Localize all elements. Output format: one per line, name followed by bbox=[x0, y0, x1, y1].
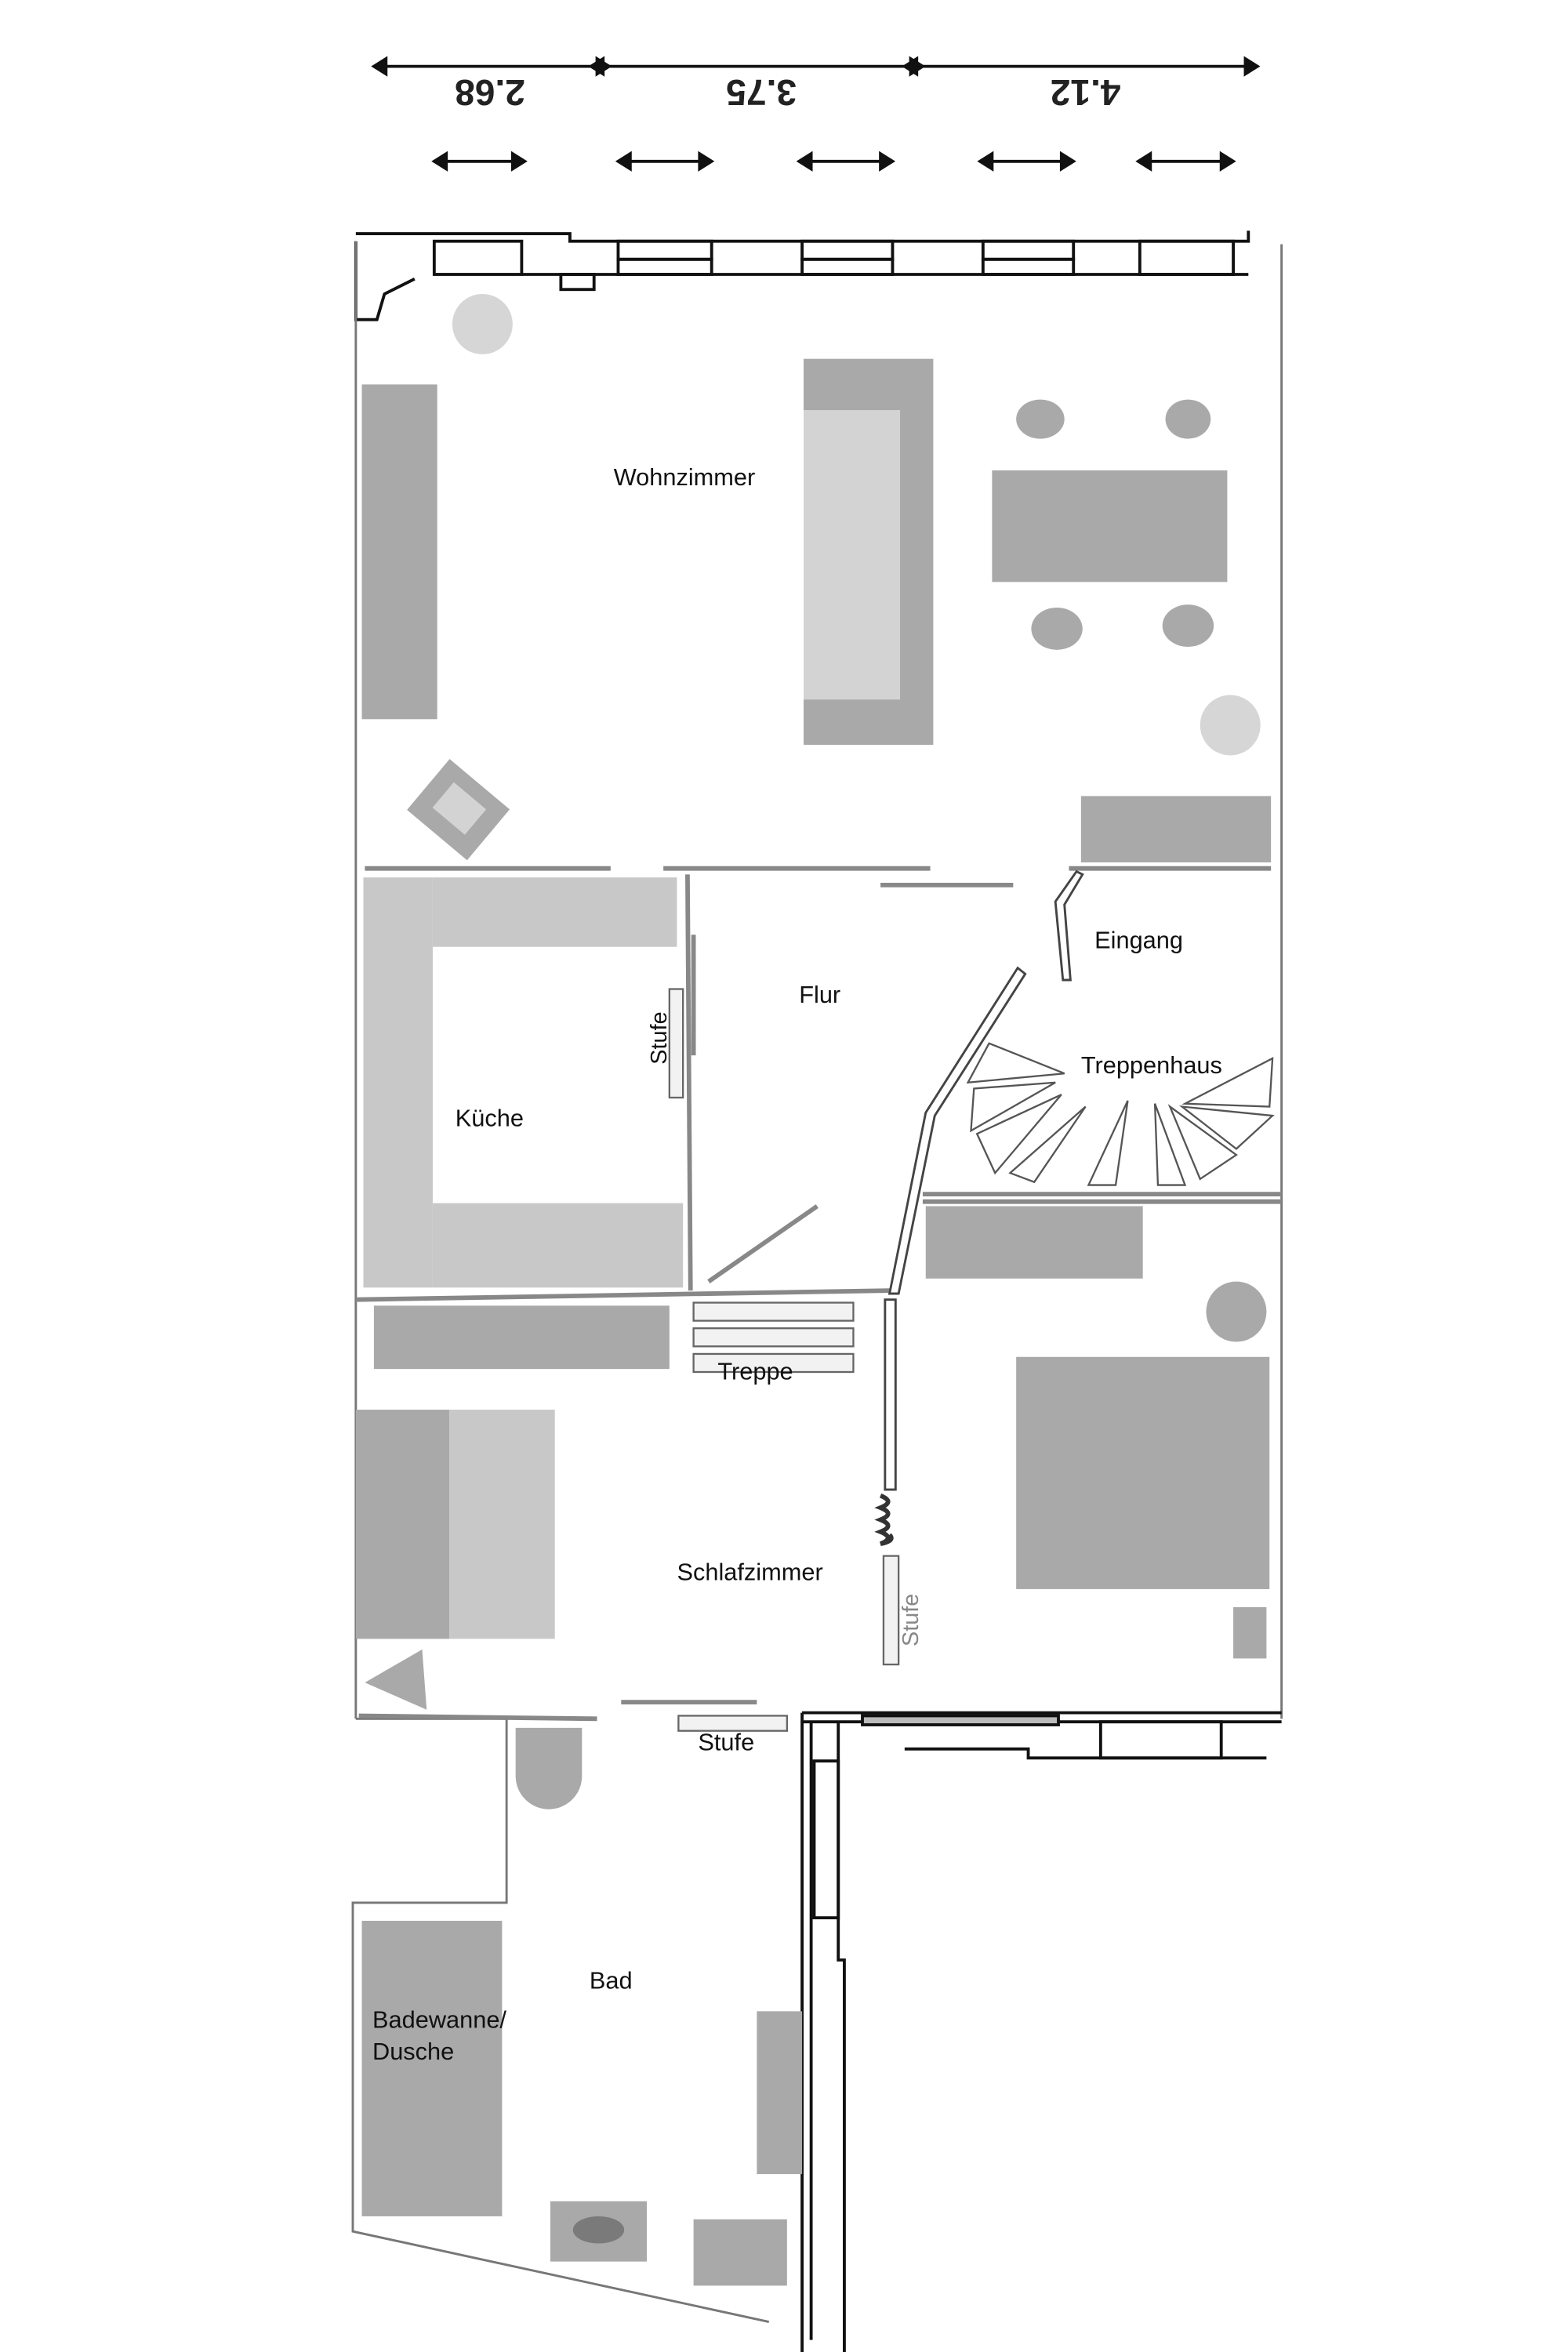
room-label-badewanne-2: Dusche bbox=[372, 2038, 454, 2065]
room-label-wohnzimmer: Wohnzimmer bbox=[614, 463, 756, 491]
kueche-counters bbox=[363, 877, 684, 1288]
chair bbox=[1016, 399, 1065, 439]
bathtub bbox=[361, 1921, 503, 2216]
bench bbox=[373, 1305, 670, 1370]
feature-label-stufe-bath: Stufe bbox=[698, 1729, 754, 1756]
chair bbox=[1162, 604, 1214, 647]
sideboard bbox=[361, 384, 437, 720]
top-wall bbox=[354, 230, 1250, 321]
dimension-labels: 2.68 3.75 4.12 bbox=[455, 72, 1120, 113]
bottom-wall bbox=[800, 1711, 1282, 2352]
plant-circle bbox=[1200, 695, 1261, 756]
chair bbox=[1031, 608, 1083, 650]
treppe-steps bbox=[692, 1301, 855, 1374]
dresser bbox=[925, 1206, 1143, 1279]
dining-table bbox=[992, 470, 1228, 583]
bed bbox=[1016, 1356, 1270, 1589]
sofa-seat bbox=[804, 410, 901, 700]
treppenhaus-stairs bbox=[966, 1042, 1275, 1186]
feature-label-stufe-bedroom: Stufe bbox=[898, 1594, 924, 1646]
room-label-bad: Bad bbox=[590, 1967, 633, 1994]
chair bbox=[1165, 399, 1211, 439]
schlafzimmer-furniture bbox=[355, 1206, 1270, 1710]
plant-circle bbox=[1206, 1281, 1267, 1342]
corner-table bbox=[365, 1649, 427, 1710]
room-labels: Wohnzimmer Eingang Flur Treppenhaus Küch… bbox=[372, 463, 1222, 2065]
feature-label-stufe-kitchen: Stufe bbox=[647, 1011, 672, 1064]
dimension-line bbox=[371, 56, 1261, 77]
room-label-treppenhaus: Treppenhaus bbox=[1081, 1051, 1222, 1079]
wohnzimmer-furniture bbox=[361, 294, 1272, 862]
room-label-eingang: Eingang bbox=[1094, 927, 1183, 954]
nightstand bbox=[1233, 1607, 1267, 1659]
wardrobe bbox=[355, 1410, 450, 1639]
room-label-flur: Flur bbox=[799, 981, 840, 1008]
washing-machine bbox=[693, 2219, 787, 2286]
room-label-kueche: Küche bbox=[456, 1105, 524, 1132]
bath-cabinet bbox=[757, 2011, 803, 2175]
bad-furniture bbox=[361, 1727, 803, 2286]
shelf bbox=[1080, 796, 1272, 862]
flur-diagonal-wall bbox=[884, 869, 1084, 1491]
sink-basin bbox=[572, 2216, 625, 2244]
feature-label-treppe: Treppe bbox=[717, 1358, 793, 1385]
interior-walls bbox=[355, 866, 1282, 1722]
wardrobe-inner bbox=[449, 1410, 555, 1639]
armchair bbox=[407, 759, 510, 861]
toilet bbox=[515, 1727, 583, 1809]
plant-circle bbox=[452, 294, 513, 354]
room-label-schlafzimmer: Schlafzimmer bbox=[677, 1558, 822, 1585]
window-markers bbox=[431, 151, 1236, 172]
dimension-label-2: 3.75 bbox=[726, 72, 797, 113]
dimension-label-1: 2.68 bbox=[455, 72, 525, 113]
stufe-markers bbox=[668, 988, 900, 1732]
room-label-badewanne-1: Badewanne/ bbox=[372, 2006, 506, 2034]
dimension-label-3: 4.12 bbox=[1051, 72, 1121, 113]
door-hinge bbox=[874, 1494, 894, 1547]
